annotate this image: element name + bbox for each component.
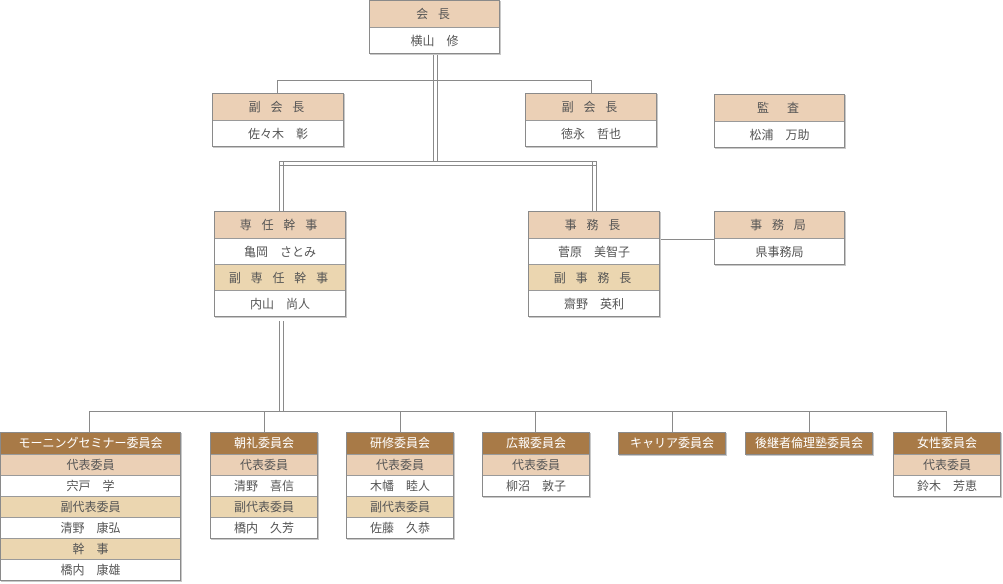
connector-c1 [264, 411, 265, 432]
connector-president-down [433, 54, 438, 161]
committee-member: 清野 喜信 [211, 475, 317, 496]
committee-title: キャリア委員会 [619, 433, 725, 454]
secretary-general-title: 事 務 長 [529, 212, 659, 238]
connector-c2 [400, 411, 401, 432]
connector-vp-right [591, 80, 592, 93]
connector-vp-bar [277, 80, 592, 81]
deputy-executive-director-name: 内山 尚人 [215, 290, 345, 316]
committee-member: 佐藤 久恭 [347, 517, 453, 538]
president-box: 会 長 横山 修 [369, 0, 500, 54]
committee-women: 女性委員会 代表委員 鈴木 芳恵 [893, 432, 1001, 497]
executive-director-name: 亀岡 さとみ [215, 238, 345, 264]
president-name: 横山 修 [370, 27, 499, 53]
executive-director-title: 専 任 幹 事 [215, 212, 345, 238]
vice-president-box-2: 副 会 長 徳永 哲也 [525, 93, 657, 147]
committee-career: キャリア委員会 [618, 432, 726, 455]
connector-c6 [946, 411, 947, 432]
committee-title: 後継者倫理塾委員会 [746, 433, 872, 454]
committee-role: 代表委員 [483, 454, 589, 475]
president-title: 会 長 [370, 1, 499, 27]
committee-successor-ethics: 後継者倫理塾委員会 [745, 432, 873, 455]
deputy-executive-director-title: 副 専 任 幹 事 [215, 264, 345, 290]
committee-role: 代表委員 [347, 454, 453, 475]
committee-member: 柳沼 敦子 [483, 475, 589, 496]
committee-morning-seminar: モーニングセミナー委員会 代表委員 宍戸 学 副代表委員 清野 康弘 幹 事 橋… [0, 432, 181, 581]
secretariat-name: 県事務局 [715, 238, 844, 264]
auditor-name: 松浦 万助 [715, 121, 844, 147]
committee-role: 代表委員 [1, 454, 180, 475]
committee-member: 橋内 康雄 [1, 559, 180, 580]
committee-training: 研修委員会 代表委員 木幡 睦人 副代表委員 佐藤 久恭 [346, 432, 454, 539]
vice-president-title: 副 会 長 [213, 94, 343, 120]
connector-exec-bar [279, 161, 597, 166]
connector-c5 [809, 411, 810, 432]
secretary-general-name: 菅原 美智子 [529, 238, 659, 264]
auditor-title: 監 査 [715, 95, 844, 121]
deputy-secretary-general-title: 副 事 務 長 [529, 264, 659, 290]
auditor-box: 監 査 松浦 万助 [714, 94, 845, 148]
connector-vp-left [277, 80, 278, 93]
committee-role: 代表委員 [211, 454, 317, 475]
secretariat-title: 事 務 局 [715, 212, 844, 238]
connector-committees-down [279, 321, 284, 412]
secretary-general-box: 事 務 長 菅原 美智子 副 事 務 長 齋野 英利 [528, 211, 660, 317]
connector-exec-right [592, 161, 597, 211]
committee-member: 鈴木 芳恵 [894, 475, 1000, 496]
vice-president-box-1: 副 会 長 佐々木 彰 [212, 93, 344, 147]
connector-committees-bar [89, 411, 947, 412]
committee-member: 木幡 睦人 [347, 475, 453, 496]
connector-exec-left [279, 161, 284, 211]
committee-title: 広報委員会 [483, 433, 589, 454]
committee-role: 副代表委員 [347, 496, 453, 517]
vice-president-name: 徳永 哲也 [526, 120, 656, 146]
committee-role: 副代表委員 [1, 496, 180, 517]
committee-title: モーニングセミナー委員会 [1, 433, 180, 454]
connector-c3 [535, 411, 536, 432]
vice-president-title: 副 会 長 [526, 94, 656, 120]
committee-morning-assembly: 朝礼委員会 代表委員 清野 喜信 副代表委員 橋内 久芳 [210, 432, 318, 539]
committee-member: 宍戸 学 [1, 475, 180, 496]
committee-title: 女性委員会 [894, 433, 1000, 454]
connector-c0 [89, 411, 90, 432]
committee-public-relations: 広報委員会 代表委員 柳沼 敦子 [482, 432, 590, 497]
vice-president-name: 佐々木 彰 [213, 120, 343, 146]
committee-role: 副代表委員 [211, 496, 317, 517]
connector-secretariat [660, 239, 714, 240]
executive-director-box: 専 任 幹 事 亀岡 さとみ 副 専 任 幹 事 内山 尚人 [214, 211, 346, 317]
committee-title: 研修委員会 [347, 433, 453, 454]
committee-member: 清野 康弘 [1, 517, 180, 538]
committee-role: 代表委員 [894, 454, 1000, 475]
committee-member: 橋内 久芳 [211, 517, 317, 538]
connector-c4 [672, 411, 673, 432]
committee-role: 幹 事 [1, 538, 180, 559]
deputy-secretary-general-name: 齋野 英利 [529, 290, 659, 316]
secretariat-box: 事 務 局 県事務局 [714, 211, 845, 265]
committee-title: 朝礼委員会 [211, 433, 317, 454]
